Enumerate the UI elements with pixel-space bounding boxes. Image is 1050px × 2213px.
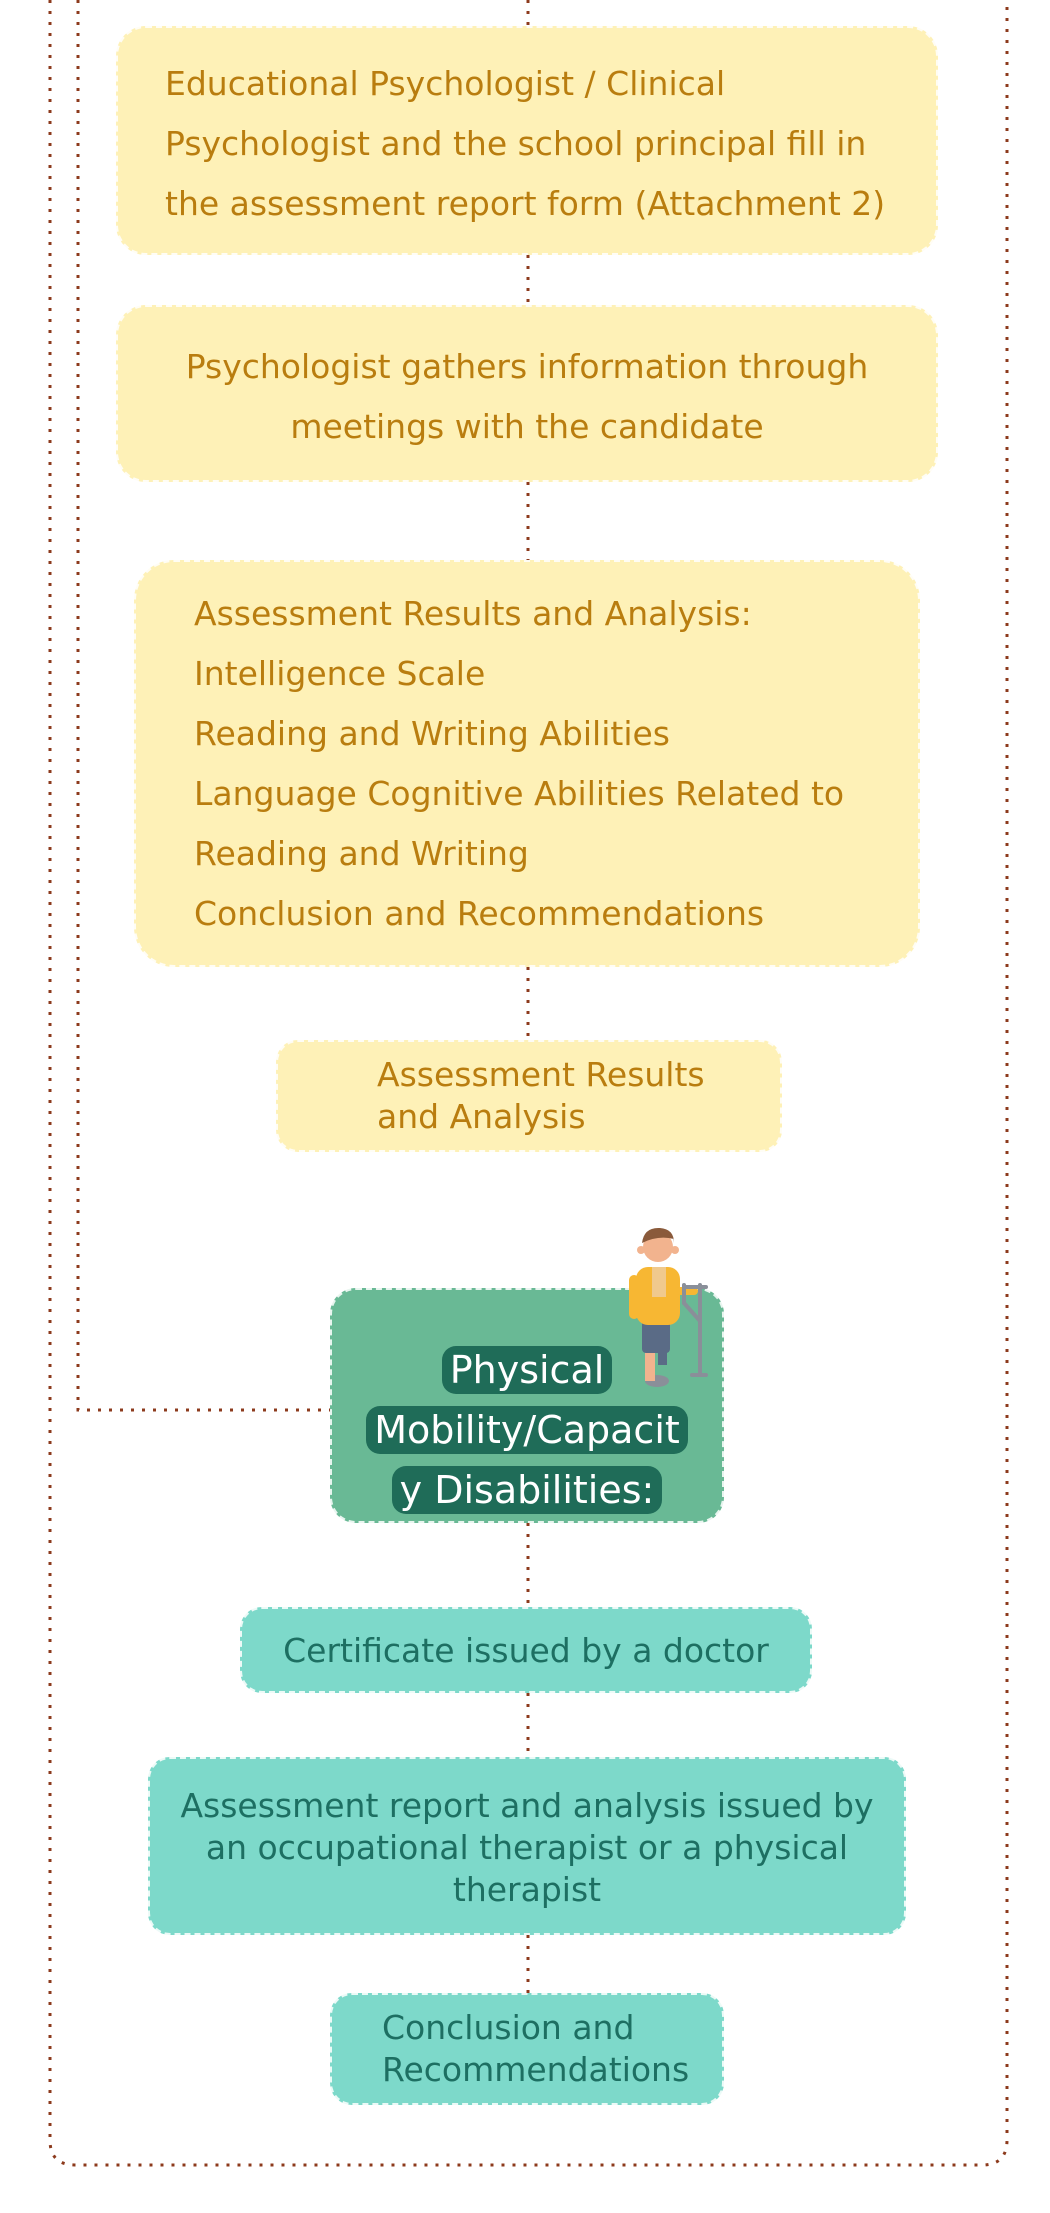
step-text-line: Intelligence Scale <box>194 654 486 693</box>
step-text-line: Reading and Writing Abilities <box>194 714 670 753</box>
step-text-line: Certificate issued by a doctor <box>283 1631 769 1670</box>
step-text-line: Psychologist and the school principal fi… <box>165 124 867 163</box>
step-text-line: Recommendations <box>382 2050 690 2089</box>
inner-branch-line <box>76 0 335 1412</box>
step-therapist-report: Assessment report and analysis issued by… <box>148 1757 906 1935</box>
step-gather-information: Psychologist gathers information through… <box>116 305 938 482</box>
step-text-line: and Analysis <box>377 1097 586 1136</box>
category-title-text: Physical <box>441 1346 613 1394</box>
category-title-text: Mobility/Capacit <box>366 1406 688 1454</box>
step-conclusion: Conclusion and Recommendations <box>330 1993 724 2105</box>
step-text-line: Assessment Results and Analysis: <box>194 594 752 633</box>
step-text-line: Language Cognitive Abilities Related to <box>194 774 845 813</box>
step-text-line: Conclusion and <box>382 2008 635 2047</box>
category-title-line: y Disabilities: <box>332 1462 722 1522</box>
step-text-line: Psychologist gathers information through <box>185 347 869 386</box>
step-text-line: Assessment report and analysis issued by <box>180 1786 874 1825</box>
step-text-line: Educational Psychologist / Clinical <box>165 64 726 103</box>
step-text-line: meetings with the candidate <box>290 407 764 446</box>
step-text-line: therapist <box>452 1870 602 1909</box>
step-doctor-certificate: Certificate issued by a doctor <box>240 1607 812 1693</box>
category-title-text: y Disabilities: <box>391 1466 663 1514</box>
person-with-crutch-icon <box>629 1227 708 1387</box>
step-text-line: the assessment report form (Attachment 2… <box>165 184 886 223</box>
step-text-line: Conclusion and Recommendations <box>194 894 765 933</box>
step-results-analysis-detail: Assessment Results and Analysis: Intelli… <box>134 560 920 967</box>
step-text-line: Reading and Writing <box>194 834 529 873</box>
category-title-line: Physical <box>332 1342 722 1402</box>
category-title-line: Mobility/Capacit <box>332 1402 722 1462</box>
step-text-line: Assessment Results <box>377 1055 705 1094</box>
step-text-line: an occupational therapist or a physical <box>205 1828 849 1867</box>
step-assessment-form: Educational Psychologist / Clinical Psyc… <box>116 26 938 255</box>
step-results-analysis: Assessment Results and Analysis <box>276 1040 782 1152</box>
